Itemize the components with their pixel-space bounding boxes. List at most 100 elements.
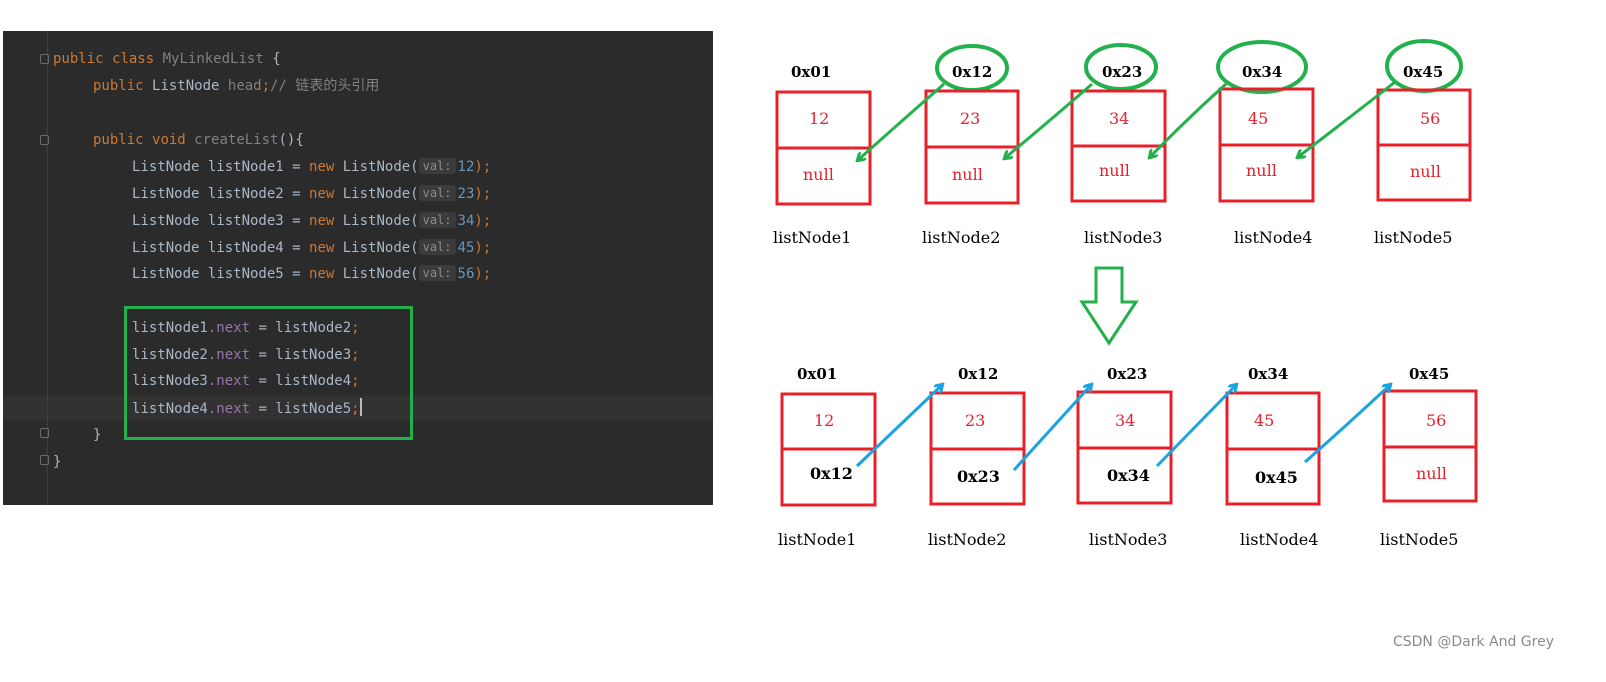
code-line-declaration: ListNode listNode3 = new ListNode(val:34…	[132, 211, 491, 231]
node-value: 34	[1109, 109, 1129, 128]
assignment: = listNode4	[250, 373, 352, 389]
node-name: listNode3	[1084, 228, 1162, 247]
code-comment: // 链表的头引用	[270, 78, 380, 94]
code-line-link: listNode4.next = listNode5;	[132, 398, 362, 418]
top-node-3: 0x23 34 null listNode3	[1070, 43, 1167, 247]
code-line-declaration: ListNode listNode5 = new ListNode(val:56…	[132, 264, 491, 284]
method-paren: (){	[278, 132, 304, 148]
node-name: listNode3	[1089, 530, 1167, 549]
field-name: head	[227, 78, 262, 94]
fold-marker-icon[interactable]	[40, 428, 49, 438]
top-node-5: 0x45 56 null listNode5	[1374, 39, 1472, 247]
code-line-class-declaration: public class MyLinkedList {	[53, 49, 281, 69]
statement-end: );	[474, 213, 492, 229]
top-node-2: 0x12 23 null listNode2	[922, 44, 1020, 247]
variable-name: listNode1	[132, 320, 208, 336]
semicolon: ;	[351, 320, 360, 336]
variable-name: listNode3	[132, 373, 208, 389]
node-address: 0x34	[1242, 63, 1282, 81]
node-name: listNode4	[1234, 228, 1312, 247]
fold-marker-icon[interactable]	[40, 54, 49, 64]
variable-name: listNode4	[132, 401, 208, 417]
node-value: 45	[1248, 109, 1268, 128]
keyword: void	[152, 132, 186, 148]
node-address: 0x45	[1403, 63, 1443, 81]
constructor-call: ListNode(	[334, 240, 419, 256]
constructor-call: ListNode(	[334, 186, 419, 202]
code-line-declaration: ListNode listNode4 = new ListNode(val:45…	[132, 238, 491, 258]
bottom-node-5: 0x45 56 null listNode5	[1380, 365, 1478, 549]
gutter-divider	[47, 31, 48, 505]
node-name: listNode2	[928, 530, 1006, 549]
keyword: new	[309, 186, 335, 202]
down-arrow-icon	[1079, 266, 1139, 346]
keyword: new	[309, 159, 335, 175]
number-literal: 12	[457, 159, 475, 175]
parameter-hint: val:	[418, 185, 456, 201]
next-field: .next	[207, 347, 251, 363]
node-value: 56	[1426, 411, 1446, 430]
node-name: listNode4	[1240, 530, 1318, 549]
node-name: listNode5	[1380, 530, 1458, 549]
semicolon: ;	[261, 78, 271, 94]
statement-end: );	[474, 159, 492, 175]
fold-marker-icon[interactable]	[40, 135, 49, 145]
node-address: 0x23	[1107, 365, 1147, 383]
node-next: 0x45	[1255, 468, 1298, 487]
node-address: 0x34	[1248, 365, 1288, 383]
node-next: null	[1416, 464, 1447, 483]
node-value: 12	[814, 411, 834, 430]
constructor-call: ListNode(	[334, 213, 419, 229]
parameter-hint: val:	[418, 239, 456, 255]
code-line-method-declaration: public void createList(){	[93, 130, 304, 150]
semicolon: ;	[351, 373, 360, 389]
code-line-declaration: ListNode listNode1 = new ListNode(val:12…	[132, 157, 491, 177]
assignment: = listNode2	[250, 320, 352, 336]
node-address: 0x01	[797, 365, 837, 383]
keyword: new	[309, 240, 335, 256]
code-line-close-method: }	[93, 425, 101, 445]
watermark: CSDN @Dark And Grey	[1392, 634, 1554, 650]
keyword: new	[309, 266, 335, 282]
next-field: .next	[207, 320, 251, 336]
node-address: 0x01	[791, 63, 831, 81]
declaration-text: ListNode listNode2 =	[132, 186, 310, 202]
semicolon: ;	[351, 401, 360, 417]
number-literal: 34	[457, 213, 475, 229]
code-line-declaration: ListNode listNode2 = new ListNode(val:23…	[132, 184, 491, 204]
declaration-text: ListNode listNode3 =	[132, 213, 310, 229]
node-value: 45	[1254, 411, 1274, 430]
node-address: 0x12	[958, 365, 998, 383]
node-name: listNode5	[1374, 228, 1452, 247]
declaration-text: ListNode listNode4 =	[132, 240, 310, 256]
keyword: public	[93, 78, 144, 94]
statement-end: );	[474, 266, 492, 282]
node-next: null	[803, 165, 834, 184]
parameter-hint: val:	[418, 158, 456, 174]
green-arrow	[1005, 82, 1093, 158]
address-circle	[1084, 43, 1158, 91]
code-editor: public class MyLinkedList { public ListN…	[3, 31, 713, 505]
bottom-node-3: 0x23 34 0x34 listNode3	[1076, 365, 1173, 549]
node-next: null	[1246, 161, 1277, 180]
keyword: new	[309, 213, 335, 229]
node-name: listNode2	[922, 228, 1000, 247]
parameter-hint: val:	[418, 265, 456, 281]
node-next: null	[952, 165, 983, 184]
bottom-node-4: 0x34 45 0x45 listNode4	[1225, 365, 1321, 549]
code-line-close-class: }	[53, 452, 61, 472]
fold-marker-icon[interactable]	[40, 455, 49, 465]
variable-name: listNode2	[132, 347, 208, 363]
node-value: 23	[965, 411, 985, 430]
node-value: 23	[960, 109, 980, 128]
blue-link-arrow	[1304, 385, 1390, 464]
next-field: .next	[207, 373, 251, 389]
blue-link-arrow	[855, 385, 942, 468]
constructor-call: ListNode(	[334, 266, 419, 282]
blue-link-arrow	[1012, 385, 1091, 472]
declaration-text: ListNode listNode1 =	[132, 159, 310, 175]
class-name: MyLinkedList	[162, 51, 264, 67]
node-name: listNode1	[778, 530, 856, 549]
brace: {	[272, 51, 281, 67]
